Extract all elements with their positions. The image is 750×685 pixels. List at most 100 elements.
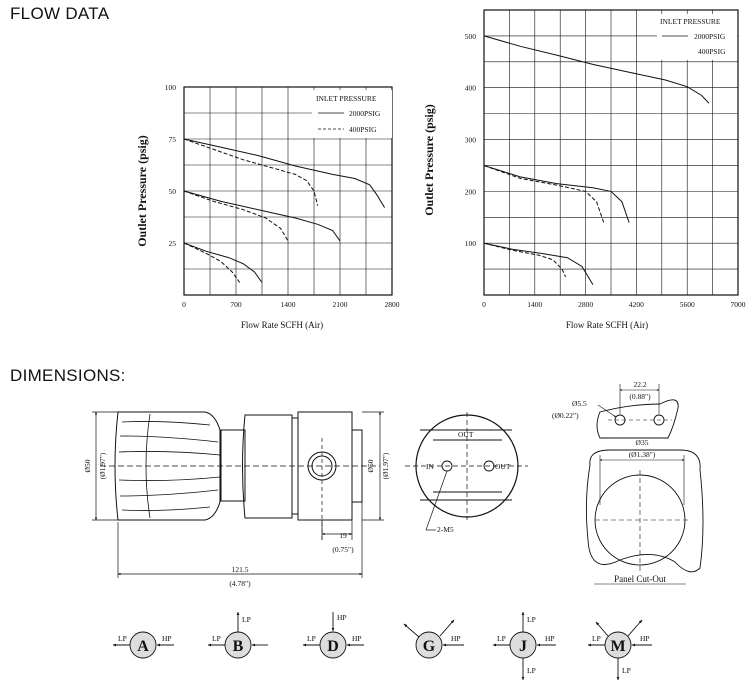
chart-right-legend-entry-2: 400PSIG bbox=[698, 47, 726, 56]
chart-left-ticks: 0 700 1400 2100 2800 25 50 75 100 bbox=[165, 83, 400, 309]
dim-d55: Ø5.5 bbox=[572, 399, 587, 408]
chart-right-xtick-label: 7000 bbox=[731, 300, 746, 309]
port-g-letter: G bbox=[423, 638, 436, 655]
port-b-lp-top: LP bbox=[242, 615, 251, 624]
port-m-hp: HP bbox=[640, 634, 650, 643]
chart-left-xtick-label: 0 bbox=[182, 300, 186, 309]
chart-right-legend-title: INLET PRESSURE bbox=[660, 17, 721, 26]
port-d-letter: D bbox=[327, 638, 339, 655]
regulator-side-view bbox=[100, 411, 380, 540]
chart-left-series-dashed-5 bbox=[183, 242, 241, 283]
chart-right-legend-box bbox=[657, 14, 737, 60]
port-j-lp: LP bbox=[497, 634, 506, 643]
chart-right-xtick-label: 0 bbox=[482, 300, 486, 309]
panel-cutout-plate bbox=[585, 449, 704, 573]
chart-left-ytick-label: 50 bbox=[169, 187, 177, 196]
chart-left-ytick-label: 75 bbox=[169, 135, 177, 144]
port-d-hp-top: HP bbox=[337, 613, 347, 622]
chart-right-xtick-label: 2800 bbox=[578, 300, 593, 309]
port-config-j bbox=[492, 611, 556, 681]
port-j-lp-top: LP bbox=[527, 615, 536, 624]
side-dimensions bbox=[92, 411, 384, 578]
dim-222: 22.2 bbox=[633, 380, 646, 389]
chart-left-ylabel: Outlet Pressure (psig) bbox=[135, 135, 149, 247]
dim-19: 19 bbox=[339, 531, 347, 540]
panel-hole-plate bbox=[596, 399, 679, 439]
chart-right-ylabel: Outlet Pressure (psig) bbox=[422, 104, 436, 216]
port-j-hp: HP bbox=[545, 634, 555, 643]
port-d-hp: HP bbox=[352, 634, 362, 643]
port-configurations bbox=[112, 611, 652, 681]
dim-d022: (Ø0.22") bbox=[552, 411, 579, 420]
port-config-b bbox=[207, 611, 268, 659]
m5-hole-right bbox=[483, 460, 495, 472]
port-a-hp: HP bbox=[162, 634, 172, 643]
chart-left-series-solid-0 bbox=[183, 138, 386, 208]
chart-left-legend-title: INLET PRESSURE bbox=[316, 94, 377, 103]
chart-left-ytick-label: 25 bbox=[169, 239, 177, 248]
chart-left-legend-entry-1: 2000PSIG bbox=[349, 109, 381, 118]
label-in: IN bbox=[426, 462, 434, 471]
port-config-d bbox=[302, 612, 364, 659]
port-m-lp: LP bbox=[592, 634, 601, 643]
regulator-front-view bbox=[405, 412, 528, 531]
chart-left-series-dashed-3 bbox=[183, 190, 289, 242]
chart-left-legend: INLET PRESSURE 2000PSIG 400PSIG bbox=[312, 90, 392, 138]
chart-left-ytick-label: 100 bbox=[165, 83, 177, 92]
label-out-side: OUT bbox=[495, 462, 511, 471]
port-j-letter: J bbox=[519, 638, 527, 655]
dim-478: (4.78") bbox=[229, 579, 251, 588]
chart-left-series bbox=[183, 138, 386, 283]
chart-left-xtick-label: 2100 bbox=[333, 300, 348, 309]
dim-d138: (Ø1.38") bbox=[629, 450, 656, 459]
chart-right-series-solid-1 bbox=[483, 165, 630, 223]
chart-right-ytick-label: 300 bbox=[465, 136, 477, 145]
chart-right-ytick-label: 400 bbox=[465, 84, 477, 93]
chart-right-ytick-label: 500 bbox=[465, 32, 477, 41]
chart-right-legend-entry-1: 2000PSIG bbox=[694, 32, 726, 41]
port-labels: A LP HP B LP LP D LP HP HP G HP J LP LP … bbox=[118, 613, 650, 675]
chart-left-series-dashed-1 bbox=[183, 138, 319, 206]
port-a-lp: LP bbox=[118, 634, 127, 643]
port-d-lp: LP bbox=[307, 634, 316, 643]
port-b-letter: B bbox=[233, 638, 244, 655]
port-config-g bbox=[403, 619, 464, 659]
port-m-lp-bottom: LP bbox=[622, 666, 631, 675]
chart-left-xtick-label: 2800 bbox=[385, 300, 400, 309]
chart-right-series bbox=[483, 35, 710, 285]
dim-d35: Ø35 bbox=[636, 438, 649, 447]
chart-right-series-dashed-4 bbox=[483, 242, 567, 278]
panel-cut-out bbox=[585, 384, 704, 585]
port-g-circle bbox=[415, 631, 443, 659]
chart-right-xtick-label: 4200 bbox=[629, 300, 644, 309]
flow-data-heading: FLOW DATA bbox=[10, 4, 110, 23]
bonnet-body bbox=[242, 414, 293, 519]
chart-right-legend: INLET PRESSURE 2000PSIG 400PSIG bbox=[657, 14, 737, 60]
chart-right-series-dashed-2 bbox=[483, 165, 605, 223]
port-g-hp: HP bbox=[451, 634, 461, 643]
dimensions-heading: DIMENSIONS: bbox=[10, 366, 126, 385]
port-a-letter: A bbox=[137, 638, 149, 655]
knob-outline bbox=[114, 411, 221, 521]
chart-left-xtick-label: 1400 bbox=[281, 300, 296, 309]
port-m-letter: M bbox=[610, 638, 625, 655]
dim-075: (0.75") bbox=[332, 545, 354, 554]
label-2-m5: 2-M5 bbox=[437, 525, 454, 534]
front-view-labels: OUT IN OUT 2-M5 bbox=[426, 430, 511, 534]
label-out-top: OUT bbox=[458, 430, 474, 439]
dim-1215: 121.5 bbox=[232, 565, 249, 574]
chart-left-xtick-label: 700 bbox=[230, 300, 242, 309]
panel-labels: 22.2 (0.88") Ø5.5 (Ø0.22") Ø35 (Ø1.38") … bbox=[552, 380, 666, 584]
dim-d197-right: (Ø1.97") bbox=[381, 452, 390, 479]
chart-right-ytick-label: 200 bbox=[465, 187, 477, 196]
chart-left-xlabel: Flow Rate SCFH (Air) bbox=[241, 320, 323, 330]
dim-088: (0.88") bbox=[629, 392, 651, 401]
chart-right-ytick-label: 100 bbox=[465, 239, 477, 248]
dim-d50-right: Ø50 bbox=[366, 459, 375, 472]
side-dimension-labels: Ø50 (Ø1.97") Ø50 (Ø1.97") 19 (0.75") 121… bbox=[83, 452, 390, 588]
panel-cut-out-label: Panel Cut-Out bbox=[614, 574, 666, 584]
chart-right-xtick-label: 5600 bbox=[680, 300, 695, 309]
chart-left-legend-entry-2: 400PSIG bbox=[349, 125, 377, 134]
